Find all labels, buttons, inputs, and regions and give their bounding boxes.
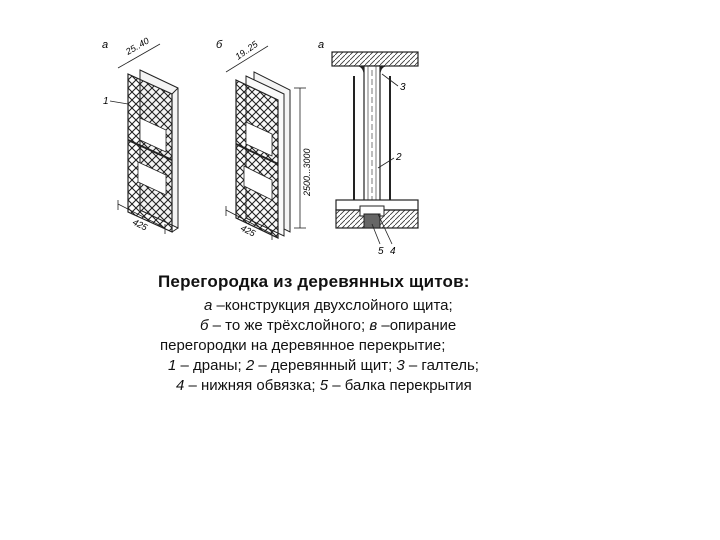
caption-title: Перегородка из деревянных щитов: (158, 272, 470, 291)
support-section: а 3 2 5 4 (318, 39, 419, 257)
drawing-svg: а 25..40 1 425 б 19..25 2500...3000 (102, 36, 419, 257)
caption-line-4: 1 – драны; 2 – деревянный щит; 3 – галте… (168, 357, 479, 374)
label-a: а (102, 39, 108, 51)
caption-line-1: а –конструкция двухслойного щита; (204, 297, 453, 314)
label-b: б (216, 39, 223, 51)
panel-three-layer: б 19..25 2500...3000 425 (216, 39, 312, 240)
figure-caption: Перегородка из деревянных щитов: а –конс… (150, 272, 610, 396)
caption-line-3: перегородки на деревянное перекрытие; (160, 337, 446, 354)
callout-5: 5 (378, 246, 384, 257)
caption-line-5: 4 – нижняя обвязка; 5 – балка перекрытия (176, 377, 472, 394)
technical-drawing: а 25..40 1 425 б 19..25 2500...3000 (102, 36, 419, 257)
callout-2: 2 (395, 152, 402, 163)
caption-line-2: б – то же трёхслойного; в –опирание (200, 317, 457, 334)
dim-b-top: 19..25 (233, 39, 260, 62)
dim-height: 2500...3000 (302, 148, 312, 197)
label-c: а (318, 39, 324, 51)
callout-1: 1 (103, 96, 109, 107)
callout-3: 3 (400, 82, 406, 93)
dim-a-top: 25..40 (123, 36, 151, 58)
panel-two-layer: а 25..40 1 425 (102, 36, 179, 234)
callout-4: 4 (390, 246, 396, 257)
